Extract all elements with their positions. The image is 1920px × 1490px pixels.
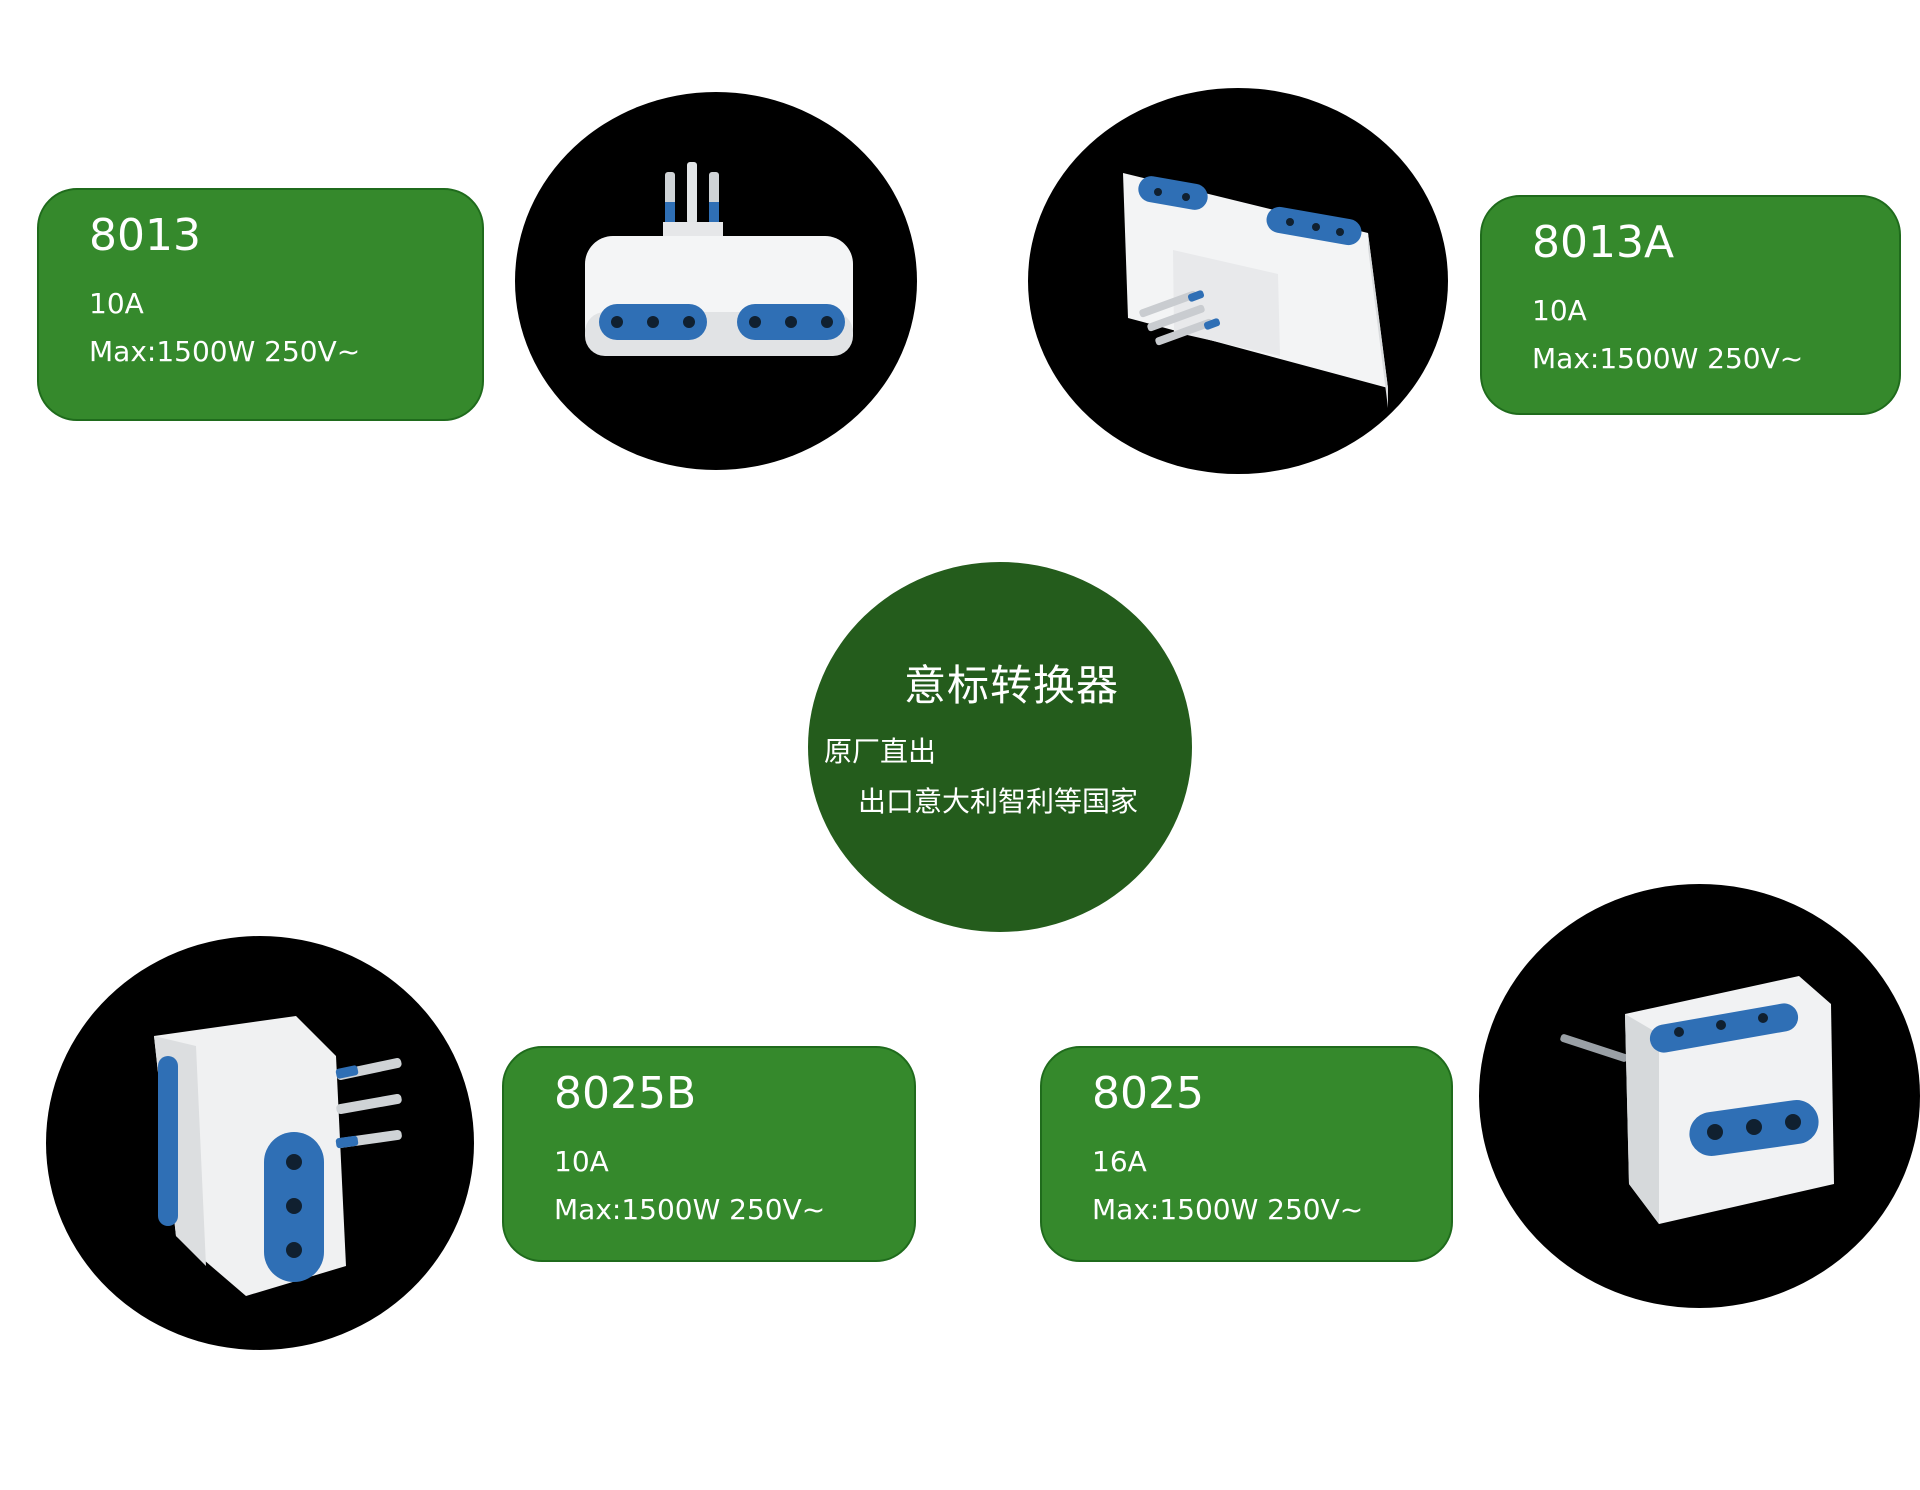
product-model: 8025B (554, 1068, 697, 1119)
hub-title: 意标转换器 (904, 661, 1120, 710)
product-card-8025: 8025 16A Max:1500W 250V~ (1040, 1046, 1453, 1262)
product-photo-8025 (1479, 884, 1920, 1308)
product-current: 10A (89, 287, 144, 320)
product-model: 8013 (89, 210, 201, 261)
product-card-8013a: 8013A 10A Max:1500W 250V~ (1480, 195, 1901, 415)
product-power: Max:1500W 250V~ (89, 335, 361, 368)
product-current: 16A (1092, 1145, 1147, 1178)
product-power: Max:1500W 250V~ (1532, 342, 1804, 375)
adapter-8025-illustration (1560, 976, 1834, 1224)
center-hub: 意标转换器 原厂直出 出口意大利智利等国家 (808, 562, 1192, 932)
adapter-8013a-illustration (1123, 173, 1388, 408)
product-model: 8013A (1532, 217, 1675, 268)
hub-subtitle-factory: 原厂直出 (824, 735, 937, 768)
product-card-8025b: 8025B 10A Max:1500W 250V~ (502, 1046, 916, 1262)
product-current: 10A (1532, 294, 1587, 327)
hub-subtitle-export: 出口意大利智利等国家 (858, 785, 1139, 818)
product-current: 10A (554, 1145, 609, 1178)
product-photo-8025b (46, 936, 474, 1350)
adapter-8013-illustration (585, 162, 853, 356)
product-card-8013: 8013 10A Max:1500W 250V~ (37, 188, 484, 421)
product-power: Max:1500W 250V~ (554, 1193, 826, 1226)
product-photo-8013 (515, 92, 917, 470)
product-model: 8025 (1092, 1068, 1204, 1119)
product-power: Max:1500W 250V~ (1092, 1193, 1364, 1226)
product-photo-8013a (1028, 88, 1448, 474)
adapter-8025b-illustration (154, 1016, 402, 1296)
